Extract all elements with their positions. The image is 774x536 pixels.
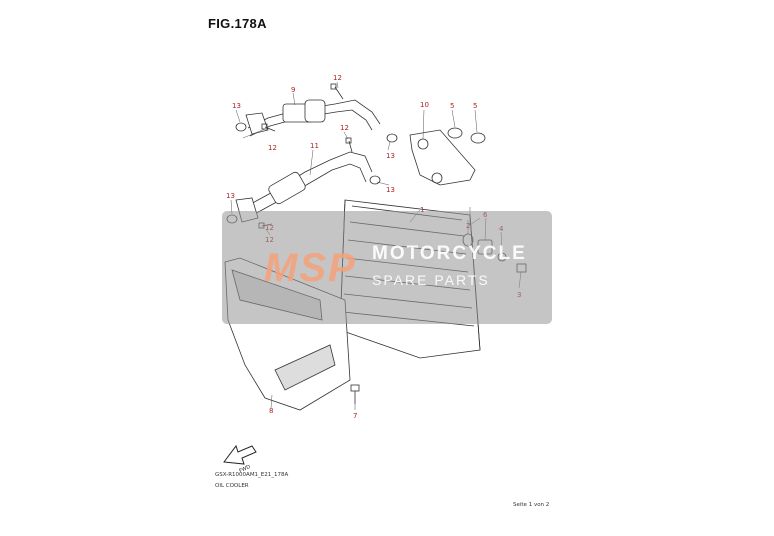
- forward-arrow-icon: [223, 444, 257, 465]
- watermark-banner: [222, 211, 552, 324]
- bracket: [409, 129, 476, 186]
- section-name: OIL COOLER: [215, 483, 249, 489]
- callout-13c: 13: [386, 152, 395, 160]
- callout-13d: 13: [386, 186, 395, 194]
- watermark-text-line2: SPARE PARTS: [372, 272, 490, 288]
- callout-9: 9: [291, 86, 295, 94]
- bolt: [330, 83, 344, 100]
- o-ring: [447, 127, 463, 139]
- page-indicator: Seite 1 von 2: [513, 502, 550, 508]
- callout-7: 7: [353, 412, 357, 420]
- callout-13b: 13: [226, 192, 235, 200]
- figure-title: FIG.178A: [208, 16, 267, 31]
- callout-13a: 13: [232, 102, 241, 110]
- o-ring: [386, 133, 398, 143]
- callout-12b: 12: [268, 144, 277, 152]
- watermark-text-line1: MOTORCYCLE: [372, 243, 527, 264]
- callout-5b: 5: [473, 102, 477, 110]
- upper-hose: [245, 99, 381, 137]
- bolt: [345, 137, 353, 153]
- o-ring: [369, 175, 381, 185]
- watermark-logo: MSP: [264, 246, 357, 290]
- callout-1: 1: [420, 206, 424, 214]
- model-code: GSX-R1000AM1_E21_178A: [215, 472, 289, 478]
- o-ring: [470, 132, 486, 144]
- callout-12c: 12: [340, 124, 349, 132]
- callout-5: 5: [450, 102, 454, 110]
- bolt: [350, 384, 360, 404]
- fwd-label: FWD: [238, 464, 251, 474]
- callout-12a: 12: [333, 74, 342, 82]
- callout-11: 11: [310, 142, 319, 150]
- callout-8: 8: [269, 407, 273, 415]
- callout-10: 10: [420, 101, 429, 109]
- o-ring: [235, 122, 247, 132]
